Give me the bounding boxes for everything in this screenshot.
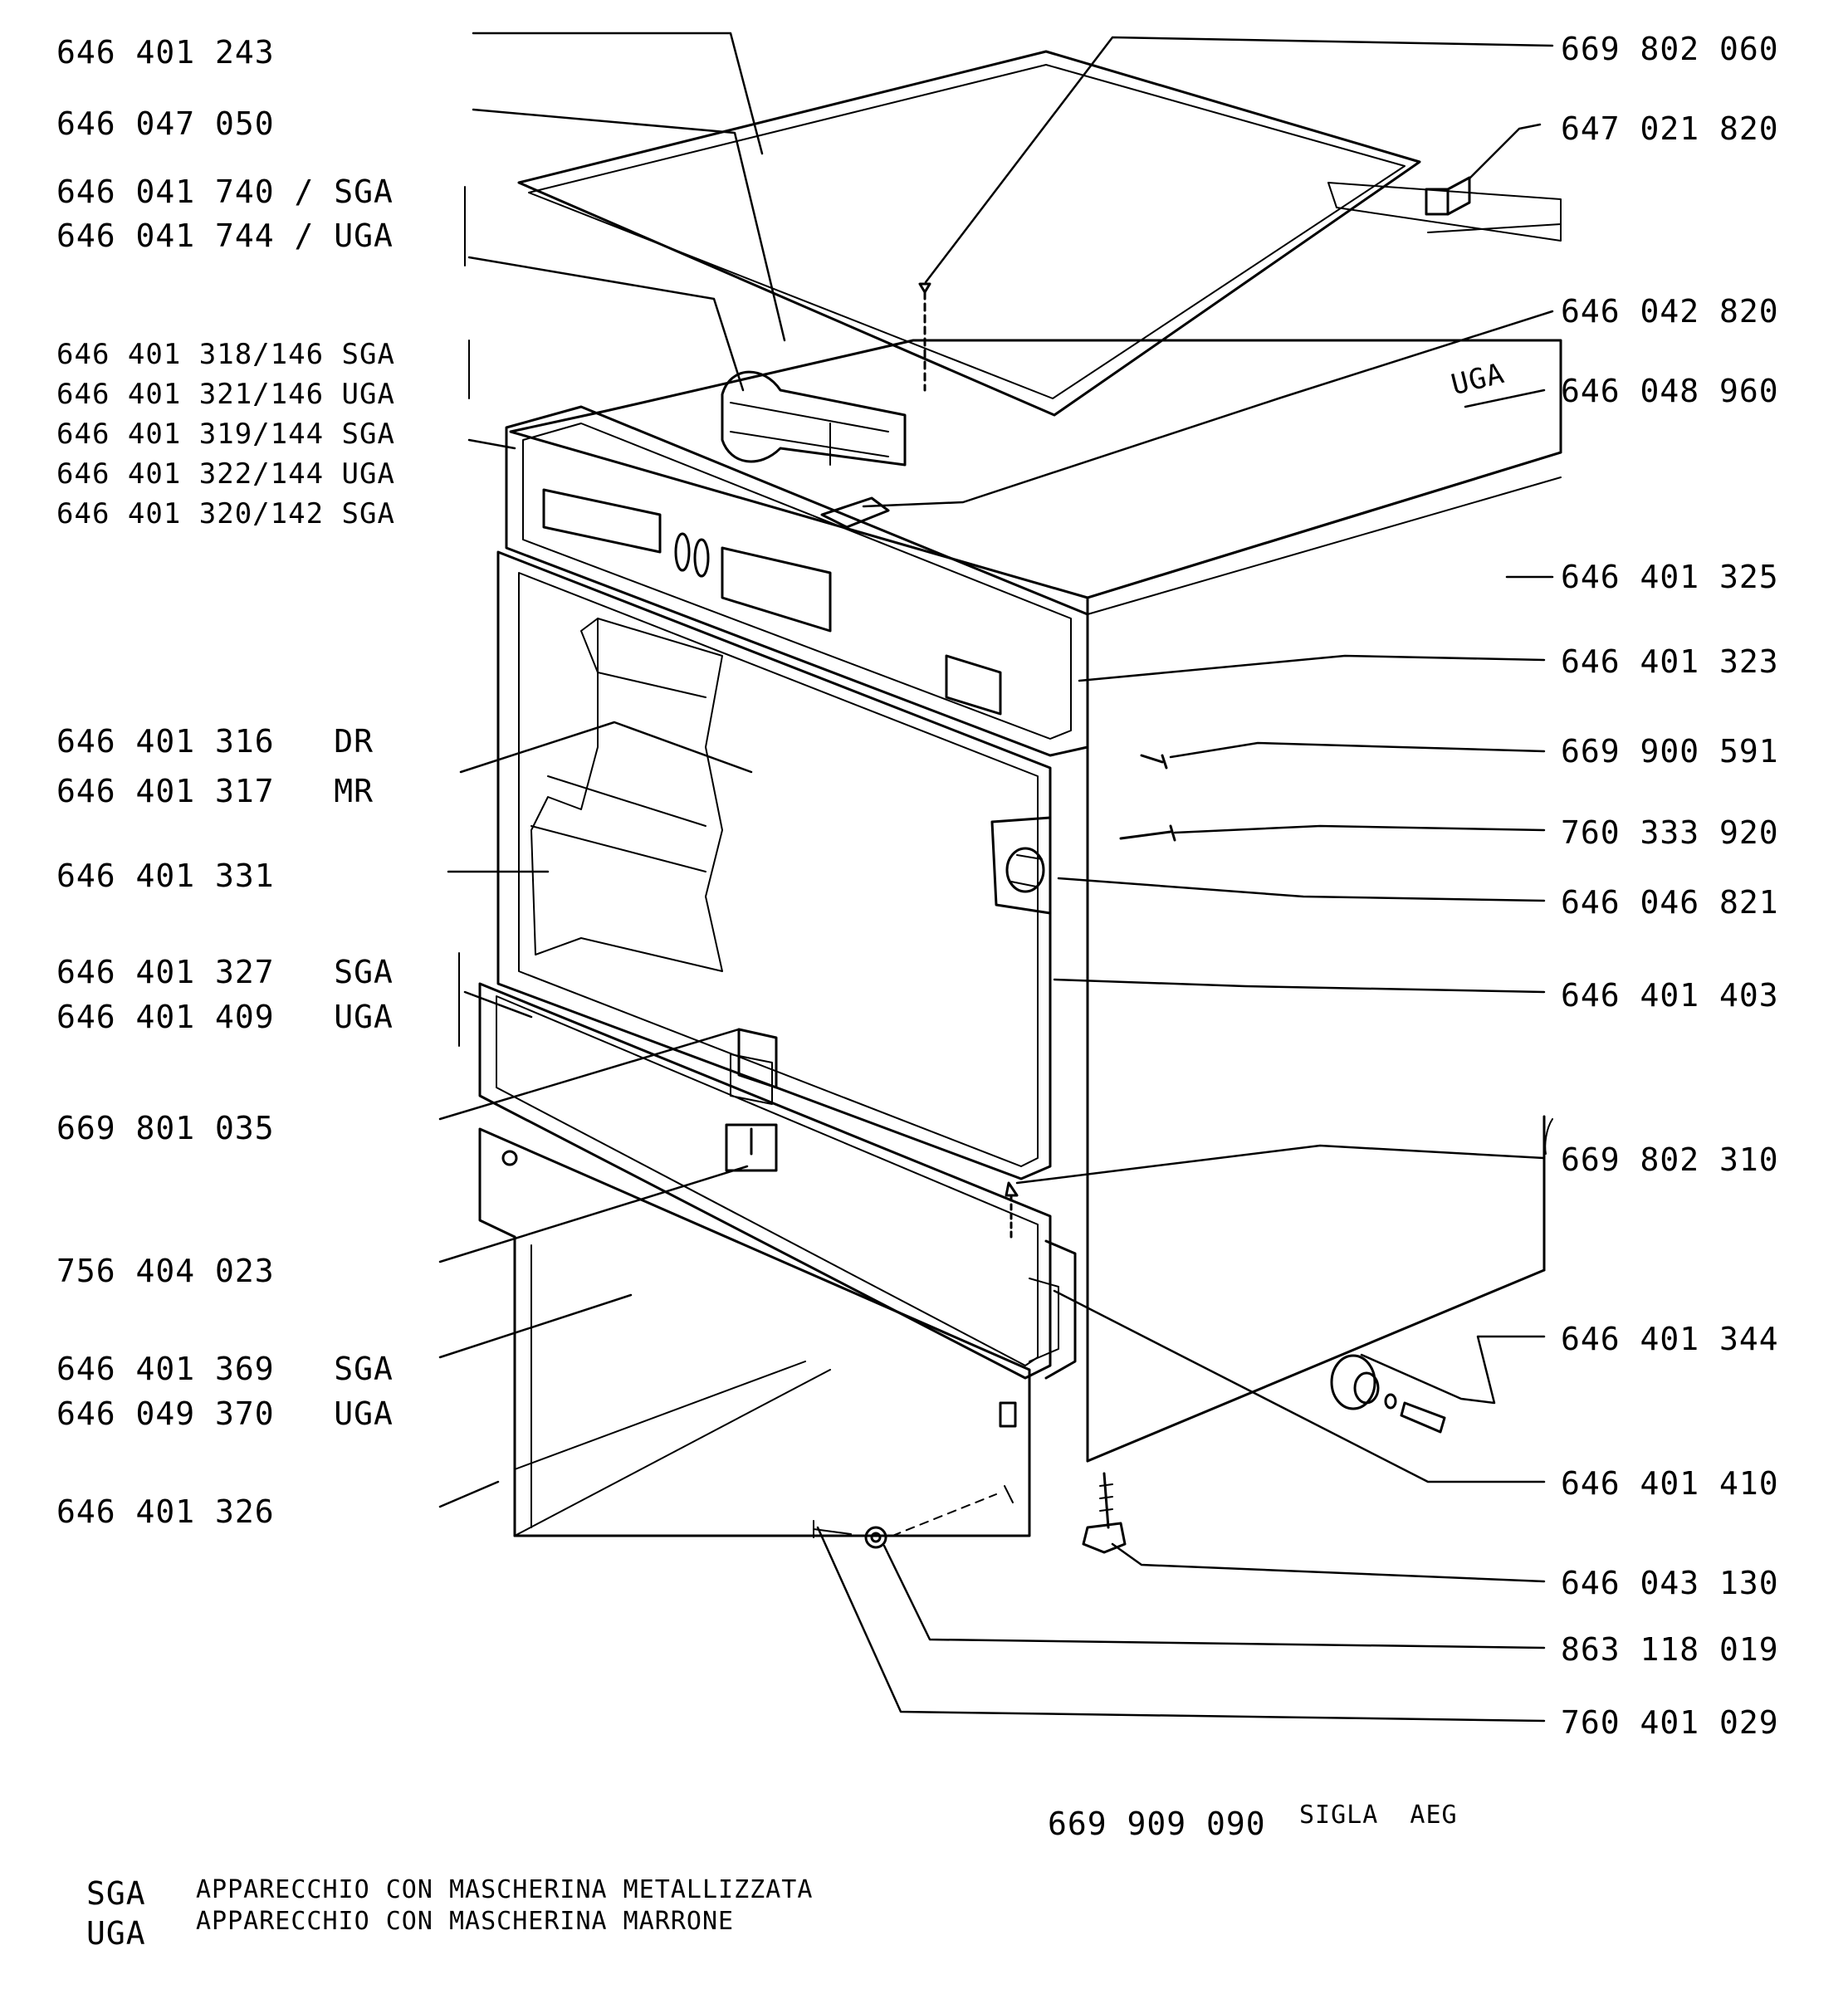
- model-suffix: SIGLA AEG: [1299, 1801, 1458, 1830]
- part-label-right: 646 401 325: [1561, 559, 1779, 595]
- part-label-left: 646 401 327 SGA: [56, 954, 394, 990]
- part-label-right: 760 333 920: [1561, 814, 1779, 851]
- part-label-left: 646 401 316 DR: [56, 723, 374, 760]
- part-label-left: 646 041 744 / UGA: [56, 217, 394, 254]
- part-label-left: 669 801 035: [56, 1110, 275, 1146]
- part-label-right: 646 046 821: [1561, 884, 1779, 921]
- control-panel: [505, 405, 1089, 757]
- part-label-left: 646 401 326: [56, 1493, 275, 1530]
- leader-lines-right: [816, 36, 1554, 1723]
- part-label-left: 646 047 050: [56, 105, 275, 142]
- part-label-left: 646 401 331: [56, 858, 275, 894]
- screw-and-washer: [813, 1493, 997, 1549]
- part-label-right: 646 401 403: [1561, 977, 1779, 1014]
- door-frame: [496, 550, 1052, 1180]
- end-cap: [1029, 1239, 1077, 1380]
- part-label-left: 646 401 322/144 UGA: [56, 457, 395, 491]
- part-label-left: 646 401 409 UGA: [56, 999, 394, 1035]
- leader-lines-left: [438, 32, 786, 1508]
- cabinet-body: [458, 186, 1562, 1463]
- part-label-left: 646 049 370 UGA: [56, 1395, 394, 1432]
- part-label-left: 646 401 321/146 UGA: [56, 378, 395, 411]
- side-screws: [1005, 754, 1176, 1239]
- part-label-right: 646 401 323: [1561, 643, 1779, 680]
- adjustable-foot: [1082, 1472, 1127, 1554]
- top-lid-panel: [517, 50, 1562, 417]
- door-clip: [820, 496, 890, 529]
- handle-module: [721, 370, 907, 467]
- part-label-right: 863 118 019: [1561, 1631, 1779, 1668]
- part-label-left: 646 401 320/142 SGA: [56, 497, 395, 530]
- part-label-right: 646 043 130: [1561, 1565, 1779, 1601]
- part-label-left: 756 404 023: [56, 1253, 275, 1289]
- part-label-right: 646 401 410: [1561, 1465, 1779, 1502]
- part-label-right: 646 048 960: [1561, 373, 1779, 409]
- part-label-left: 646 401 243: [56, 34, 275, 71]
- corner-bracket: [1425, 176, 1471, 216]
- part-label-right: 646 401 344: [1561, 1321, 1779, 1357]
- part-label-right: 669 802 310: [1561, 1141, 1779, 1178]
- part-label-left: 646 041 740 / SGA: [56, 173, 394, 210]
- model-number: 669 909 090: [1048, 1806, 1266, 1842]
- hinge-bracket: [990, 816, 1052, 915]
- part-label-right: 646 042 820: [1561, 293, 1779, 330]
- part-label-left: 646 401 317 MR: [56, 773, 374, 809]
- part-label-left: 646 401 318/146 SGA: [56, 338, 395, 371]
- part-label-right: 669 802 060: [1561, 31, 1779, 67]
- part-label-right: 669 900 591: [1561, 733, 1779, 770]
- legend-code: SGA: [86, 1875, 146, 1912]
- part-label-left: 646 401 319/144 SGA: [56, 418, 395, 451]
- part-label-right: 647 021 820: [1561, 110, 1779, 147]
- top-screw: [918, 282, 931, 392]
- wheel-and-pin: [1330, 1354, 1446, 1434]
- part-label-left: 646 401 369 SGA: [56, 1351, 394, 1387]
- part-label-right: 760 401 029: [1561, 1704, 1779, 1741]
- legend-code: UGA: [86, 1915, 146, 1952]
- legend-text: APPARECCHIO CON MASCHERINA MARRONE: [196, 1907, 735, 1936]
- plinth: [478, 1127, 1031, 1537]
- kick-panel: [478, 982, 1052, 1380]
- legend-text: APPARECCHIO CON MASCHERINA METALLIZZATA: [196, 1875, 814, 1904]
